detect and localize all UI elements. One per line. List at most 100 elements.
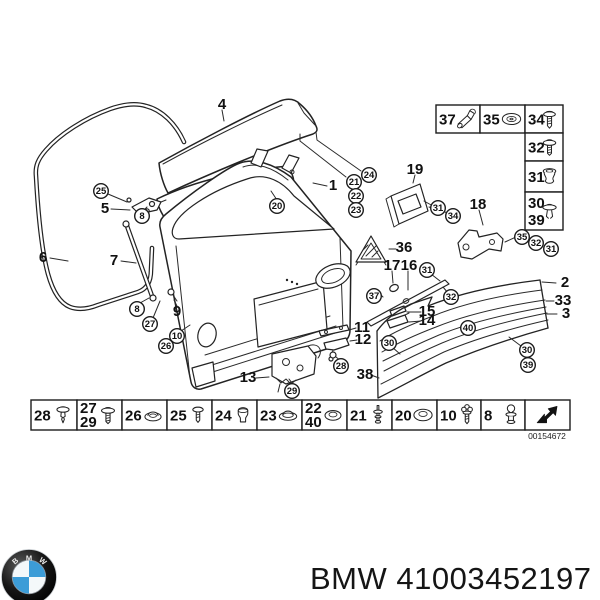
ring-grommet-icon — [324, 410, 342, 421]
callout-circle-25: 25 — [92, 182, 109, 199]
oval-grommet-icon — [501, 112, 522, 126]
fastener-cell-8: 8 — [480, 399, 526, 431]
part-label-36: 36 — [396, 239, 413, 256]
callout-circle-32: 32 — [528, 234, 545, 251]
callout-number: 39 — [523, 360, 534, 371]
callout-number: 31 — [546, 244, 557, 255]
fastener-cell-number: 24 — [215, 408, 232, 425]
fastener-cell-number: 23 — [260, 408, 277, 425]
callout-number: 40 — [463, 323, 474, 334]
part-label-5: 5 — [101, 200, 109, 217]
part-label-13: 13 — [240, 369, 257, 386]
callout-circle-30: 30 — [519, 342, 536, 359]
part-label-4: 4 — [218, 96, 227, 113]
callout-number: 20 — [272, 201, 283, 212]
ball-stud-icon — [505, 404, 517, 425]
callout-circle-35: 35 — [514, 228, 531, 245]
parts-box-number: 39 — [528, 212, 545, 229]
callout-number: 31 — [433, 203, 444, 214]
bracket-drawing — [457, 229, 504, 260]
fastener-cell-number: 8 — [484, 408, 492, 425]
fastener-cell-26: 26 — [121, 399, 168, 431]
parts-box-number: 37 — [439, 112, 456, 129]
part-label-38: 38 — [357, 366, 374, 383]
callout-circle-27: 27 — [141, 316, 158, 333]
image-code: 00154672 — [528, 431, 566, 441]
callout-circle-29: 29 — [284, 383, 301, 400]
callout-number: 23 — [351, 205, 362, 216]
part-label-2: 2 — [561, 274, 569, 291]
callout-circle-22: 22 — [348, 187, 365, 204]
lamp-housing-drawing — [385, 183, 429, 228]
callout-number: 22 — [351, 191, 362, 202]
parts-box-number: 30 — [528, 195, 545, 212]
callout-number: 30 — [384, 338, 395, 349]
sill-strip-drawing — [376, 279, 549, 399]
part-label-7: 7 — [110, 252, 118, 269]
fastener-cell-number: 25 — [170, 408, 187, 425]
tailgate-seal-drawing — [33, 102, 187, 312]
fastener-cell-number: 10 — [440, 408, 457, 425]
parts-box-32: 32 — [524, 132, 564, 162]
callout-circle-8: 8 — [133, 207, 150, 224]
fastener-cell-number: 22 — [305, 400, 322, 417]
part-label-9: 9 — [173, 303, 181, 320]
fastener-cell-10: 10 — [436, 399, 482, 431]
parts-box-37: 37 — [435, 104, 481, 134]
callout-number: 32 — [531, 238, 542, 249]
part-label-15: 15 — [419, 303, 436, 320]
parts-box-31: 31 — [524, 160, 564, 193]
callout-circle-39: 39 — [520, 357, 537, 374]
callout-number: 30 — [522, 345, 533, 356]
callout-number: 34 — [448, 211, 459, 222]
callout-circle-24: 24 — [361, 166, 378, 183]
callout-circle-28: 28 — [333, 358, 350, 375]
part-label-1: 1 — [329, 177, 337, 194]
fastener-cell-23: 23 — [256, 399, 303, 431]
fastener-cell-number: 29 — [80, 414, 97, 431]
tailgate-frame-drawing — [159, 148, 352, 390]
callout-circle-31: 31 — [430, 199, 447, 216]
part-label-14: 14 — [419, 312, 436, 329]
roundel-letter-w: W — [37, 555, 49, 567]
callout-number: 26 — [161, 341, 172, 352]
fastener-cell-28: 28 — [30, 399, 78, 431]
warning-triangle-drawing — [355, 235, 387, 266]
callout-circle-23: 23 — [348, 201, 365, 218]
fastener-cell-number: 28 — [34, 408, 51, 425]
ring-grommet-large-icon — [413, 408, 433, 422]
callout-number: 8 — [139, 211, 144, 222]
parts-box-34: 34 — [524, 104, 564, 134]
callout-number: 25 — [96, 186, 107, 197]
dome-grommet-icon — [144, 411, 162, 422]
callout-circle-8: 8 — [128, 301, 145, 318]
part-label-11: 11 — [354, 319, 370, 336]
callout-number: 28 — [336, 361, 347, 372]
callout-number: 37 — [369, 291, 380, 302]
callout-circle-40: 40 — [460, 320, 477, 337]
fastener-cell-number: 21 — [350, 408, 367, 425]
callout-number: 31 — [422, 265, 433, 276]
parts-box-number: 34 — [528, 112, 545, 129]
callout-circle-31: 31 — [419, 262, 436, 279]
part-label-12: 12 — [355, 331, 372, 348]
part-label-18: 18 — [470, 196, 487, 213]
callout-number: 10 — [172, 331, 183, 342]
callout-number: 35 — [517, 232, 528, 243]
roundel-letter-m: M — [26, 553, 32, 562]
spoiler-drawing — [158, 98, 318, 194]
parts-box-number: 31 — [528, 169, 545, 186]
parts-box-number: 35 — [483, 112, 500, 129]
callout-number: 8 — [134, 304, 139, 315]
lock-latch-drawing — [271, 344, 321, 393]
parts-box-number: 32 — [528, 140, 545, 157]
callout-circle-26: 26 — [157, 338, 174, 355]
part-number-text: BMW 41003452197 — [310, 561, 592, 596]
callout-number: 32 — [446, 292, 457, 303]
